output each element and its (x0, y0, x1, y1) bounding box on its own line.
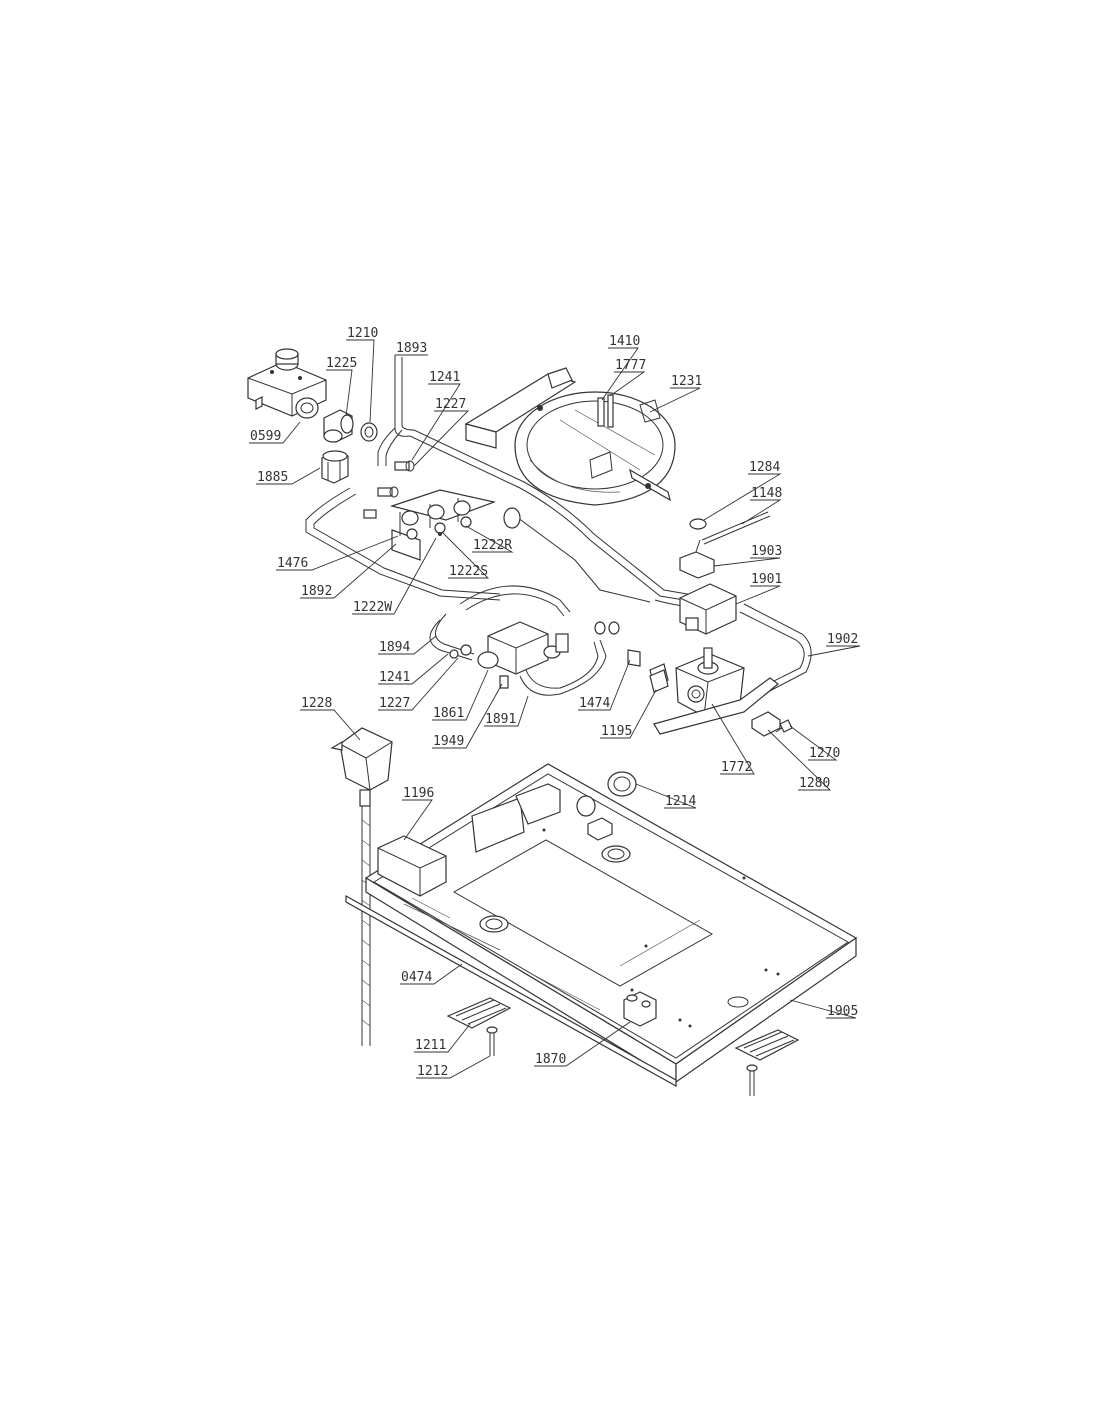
label-1902: 1902 (827, 632, 858, 647)
label-1222W: 1222W (353, 600, 392, 615)
label-1227-top: 1227 (435, 397, 466, 412)
label-1241-top: 1241 (429, 370, 460, 385)
label-1227-bottom: 1227 (379, 696, 410, 711)
seal-ring-1210 (360, 422, 378, 442)
foot-1211-left (446, 997, 512, 1029)
solenoid-valve-1861 (449, 621, 641, 689)
label-1772: 1772 (721, 760, 752, 775)
wire-1148 (701, 511, 771, 545)
label-1214: 1214 (665, 794, 696, 809)
label-1270: 1270 (809, 746, 840, 761)
label-1211: 1211 (415, 1038, 446, 1053)
burner-1231 (464, 367, 676, 506)
label-1861: 1861 (433, 706, 464, 721)
label-1196: 1196 (403, 786, 434, 801)
label-1476: 1476 (277, 556, 308, 571)
leader-lines (249, 339, 861, 1079)
label-1893: 1893 (396, 341, 427, 356)
gas-regulator-0599 (247, 348, 327, 419)
gas-pipe-1892 (305, 487, 501, 601)
part-labels: 0599 1225 1210 1893 1241 1227 1885 1410 … (250, 326, 858, 1079)
label-1905: 1905 (827, 1004, 858, 1019)
manifold-1476 (389, 489, 497, 561)
label-1148: 1148 (751, 486, 782, 501)
base-tray-1905 (364, 763, 858, 1084)
ignitor-1903 (679, 539, 715, 579)
label-1903: 1903 (751, 544, 782, 559)
microswitch-1901 (679, 583, 737, 635)
label-1891: 1891 (485, 712, 516, 727)
screw-1212-right (746, 1064, 758, 1096)
transformer-1196 (377, 835, 447, 897)
power-cable (361, 806, 371, 1046)
label-1222R: 1222R (473, 538, 512, 553)
bracket-1280 (751, 711, 781, 737)
label-1228: 1228 (301, 696, 332, 711)
power-plug-1228 (330, 727, 393, 807)
label-1195: 1195 (601, 724, 632, 739)
foot-1211-right (734, 1029, 800, 1061)
label-1949: 1949 (433, 734, 464, 749)
label-1284: 1284 (749, 460, 780, 475)
washer-1284 (689, 518, 707, 530)
screw-1212-left (486, 1026, 498, 1056)
filter-1870 (623, 991, 657, 1027)
label-1777: 1777 (615, 358, 646, 373)
label-1410: 1410 (609, 334, 640, 349)
gas-pipe-1894 (429, 585, 571, 661)
label-1280: 1280 (799, 776, 830, 791)
clip-1195 (649, 669, 669, 693)
label-1222S: 1222S (449, 564, 488, 579)
connector-1214 (607, 771, 637, 797)
gas-valve-1772 (649, 647, 779, 735)
label-1892: 1892 (301, 584, 332, 599)
gas-pipe-1893 (377, 355, 723, 607)
label-1894: 1894 (379, 640, 410, 655)
label-1241-bottom: 1241 (379, 670, 410, 685)
label-1901: 1901 (751, 572, 782, 587)
label-0599: 0599 (250, 429, 281, 444)
fitting-1225 (323, 409, 354, 443)
gas-pipe-1891 (519, 639, 607, 696)
label-1231: 1231 (671, 374, 702, 389)
label-0474: 0474 (401, 970, 432, 985)
label-1885: 1885 (257, 470, 288, 485)
label-1474: 1474 (579, 696, 610, 711)
nut-1885 (321, 450, 349, 484)
label-1225: 1225 (326, 356, 357, 371)
thermocouple-pipe (503, 507, 651, 603)
strip-0474 (345, 894, 677, 1088)
label-1212: 1212 (417, 1064, 448, 1079)
label-1210: 1210 (347, 326, 378, 341)
label-1870: 1870 (535, 1052, 566, 1067)
